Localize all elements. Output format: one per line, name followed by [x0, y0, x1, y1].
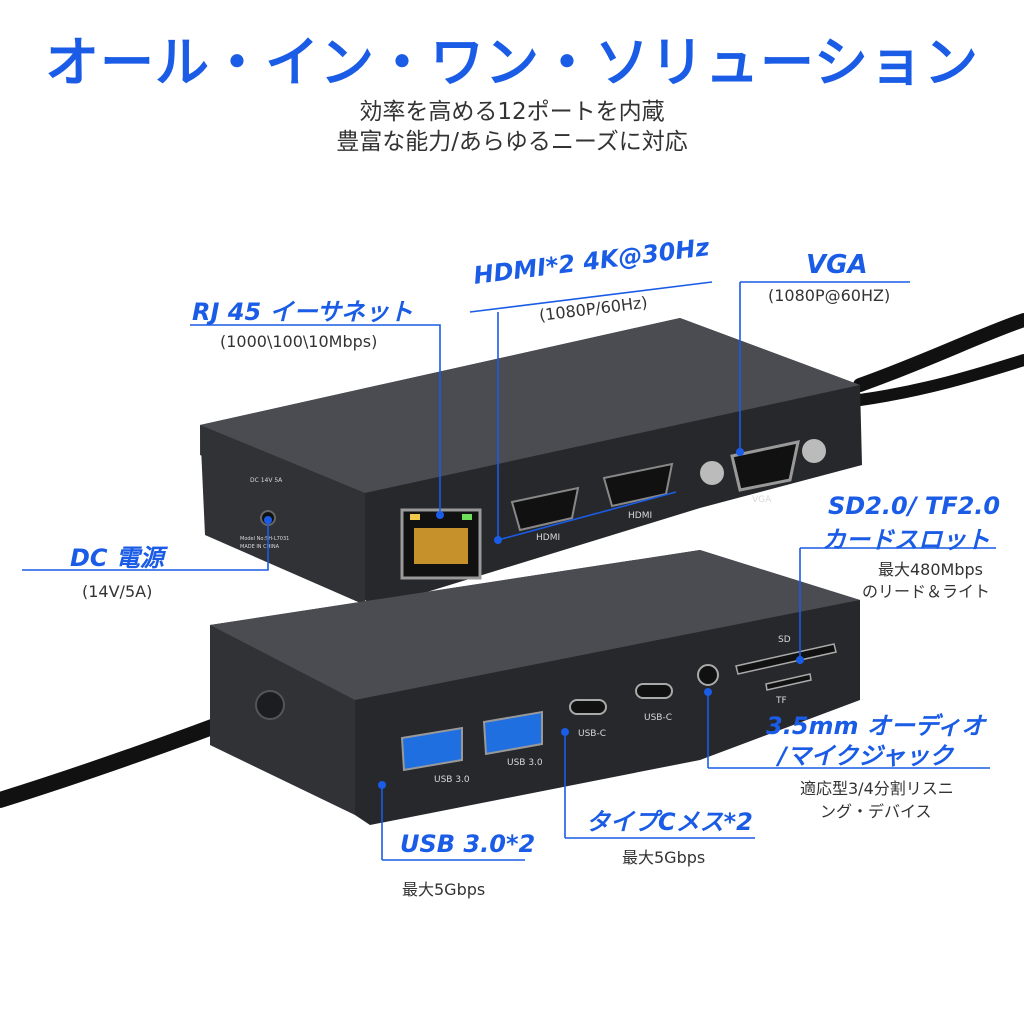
hdmi-1-marking: HDMI [536, 533, 560, 543]
usb3-port-2 [482, 710, 543, 756]
usb3-1-marking: USB 3.0 [434, 775, 470, 785]
top-cable-2 [854, 354, 1024, 406]
sdtf-spec-line-1: 最大480Mbps [878, 560, 983, 579]
dc-rating-marking: DC 14V 5A [250, 477, 283, 484]
audio-spec-line-1: 適応型3/4分割リスニ [800, 779, 954, 798]
usbc-port-2 [635, 683, 673, 699]
headline: オール・イン・ワン・ソリューション [45, 31, 979, 94]
hdmi-2-marking: HDMI [628, 511, 652, 521]
vga-marking: VGA [752, 495, 772, 505]
audio-title-line-2: /マイクジャック [778, 742, 954, 770]
rj45-title: RJ 45 イーサネット [192, 298, 414, 326]
vga-port [700, 439, 826, 492]
tf-marking: TF [775, 696, 787, 706]
model-marking: Model No:SH-L7031 [240, 536, 289, 542]
rj45-port [400, 508, 482, 580]
top-hub-unit: HDMI HDMI VGA DC 14V 5A Model No:SH-L703… [200, 318, 862, 608]
bottom-hub-unit: USB 3.0 USB 3.0 USB-C USB-C SD TF [210, 550, 860, 825]
vga-title: VGA [806, 250, 868, 280]
usb3-port-1 [400, 726, 463, 772]
subheadline-line-2: 豊富な能力/あらゆるニーズに対応 [336, 129, 688, 155]
usbc-port-1 [569, 699, 607, 715]
subheadline-line-1: 効率を高める12ポートを内蔵 [359, 99, 665, 125]
usb3-spec: 最大5Gbps [402, 880, 486, 899]
usbc-1-marking: USB-C [578, 729, 606, 739]
made-in-marking: MADE IN CHINA [240, 544, 280, 550]
audio-jack [697, 664, 719, 686]
top-cable [853, 313, 1024, 392]
vga-spec: (1080P@60HZ) [768, 286, 891, 305]
audio-title-line-1: 3.5mm オーディオ [766, 712, 986, 740]
sd-marking: SD [778, 635, 791, 645]
dc-title: DC 電源 [70, 544, 164, 572]
rj45-spec: (1000\100\10Mbps) [220, 332, 378, 351]
usbc-2-marking: USB-C [644, 713, 672, 723]
usbc-spec: 最大5Gbps [622, 848, 706, 867]
sdtf-title-line-2: カードスロット [822, 526, 990, 554]
audio-spec-line-2: ング・デバイス [820, 802, 932, 821]
sd-card-slot [735, 643, 837, 675]
callout-dots [264, 448, 804, 789]
tf-card-slot [765, 673, 812, 691]
sdtf-title-line-1: SD2.0/ TF2.0 [828, 492, 1001, 520]
usbc-title: タイプCメス*2 [586, 808, 753, 836]
usb3-2-marking: USB 3.0 [507, 758, 543, 768]
usb3-title: USB 3.0*2 [400, 830, 536, 858]
dc-spec: (14V/5A) [82, 582, 153, 601]
sdtf-spec-line-2: のリード＆ライト [862, 582, 991, 601]
hdmi-port-1 [510, 486, 580, 532]
